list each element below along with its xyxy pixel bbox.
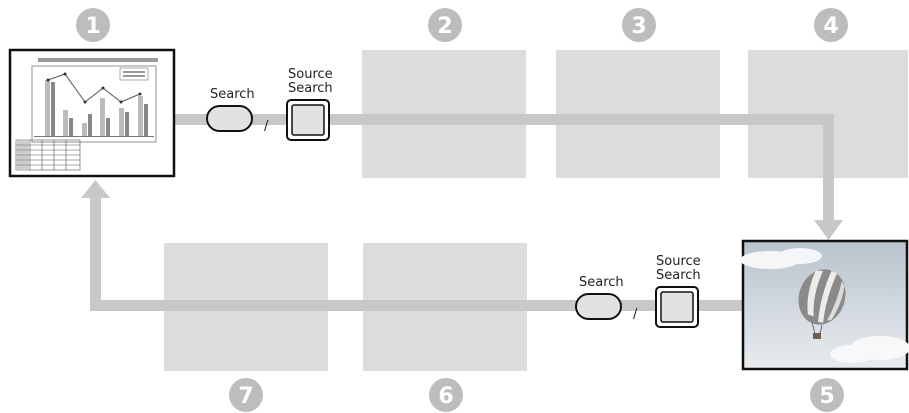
- source-1-screen: [8, 48, 176, 178]
- top-search-button[interactable]: [206, 105, 253, 132]
- hot-air-balloon-image-icon: [740, 248, 909, 363]
- svg-text:4: 4: [823, 14, 838, 39]
- svg-text:5: 5: [819, 384, 834, 409]
- top-search-label: Search: [210, 87, 255, 102]
- top-separator: /: [264, 119, 269, 134]
- flow-path: [90, 114, 834, 311]
- svg-text:2: 2: [437, 14, 452, 39]
- chart-screen-icon: [15, 58, 158, 171]
- bottom-separator: /: [633, 307, 638, 322]
- bottom-search-button[interactable]: [575, 293, 622, 320]
- source-5-screen: [740, 239, 909, 371]
- arrow-down-head: [814, 220, 843, 240]
- svg-text:7: 7: [238, 384, 253, 409]
- bottom-source-label-line2: Search: [656, 268, 701, 283]
- bottom-search-label: Search: [579, 275, 624, 290]
- step-badge-2: 2: [428, 8, 462, 42]
- svg-text:3: 3: [631, 14, 646, 39]
- top-source-label-line1: Source: [288, 67, 333, 82]
- step-badge-7: 7: [229, 378, 263, 412]
- svg-text:6: 6: [438, 384, 453, 409]
- arrow-up-head: [81, 180, 110, 198]
- step-badge-4: 4: [814, 8, 848, 42]
- bottom-source-label-line1: Source: [656, 254, 701, 269]
- step-badge-1: 1: [76, 8, 110, 42]
- top-source-label-line2: Search: [288, 81, 333, 96]
- svg-text:1: 1: [85, 14, 100, 39]
- step-badge-6: 6: [429, 378, 463, 412]
- top-source-search-button[interactable]: [286, 99, 330, 141]
- bottom-source-search-button[interactable]: [655, 286, 699, 328]
- step-badge-5: 5: [810, 378, 844, 412]
- step-badge-3: 3: [622, 8, 656, 42]
